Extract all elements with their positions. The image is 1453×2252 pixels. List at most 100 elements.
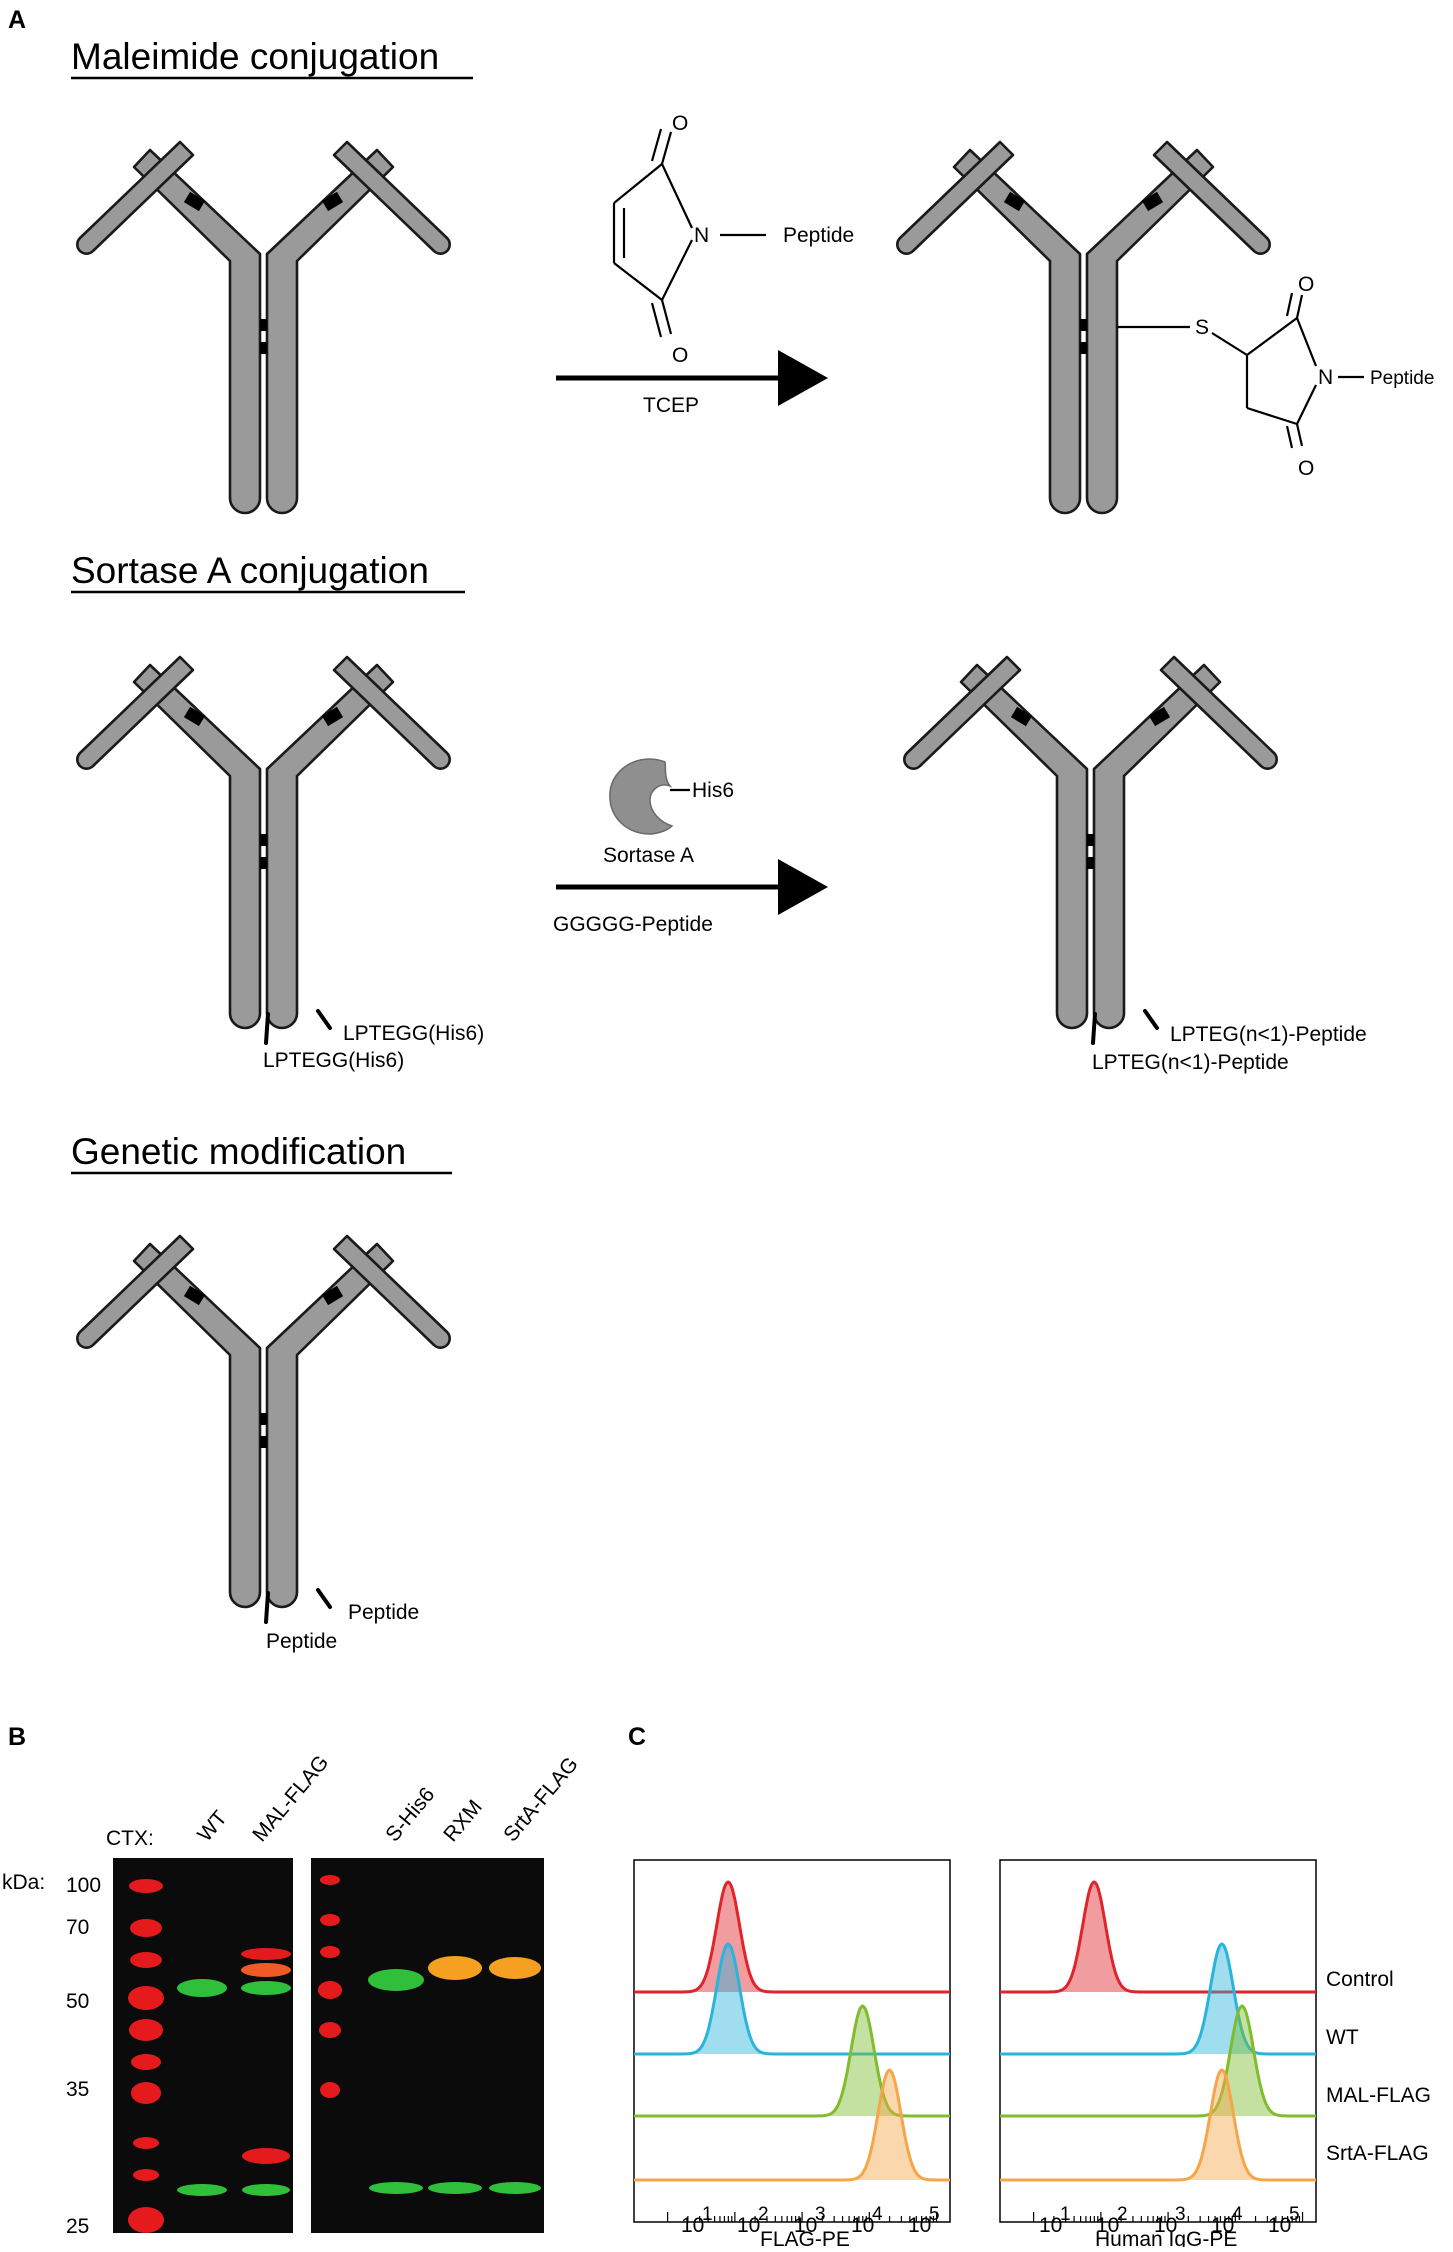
panel-c-label: C bbox=[628, 1723, 646, 1751]
band-mal-red-3 bbox=[242, 2148, 290, 2164]
sortase-tag-left: LPTEGG(His6) bbox=[263, 1049, 404, 1072]
sortase-title: Sortase A conjugation bbox=[71, 550, 429, 591]
tick-igg-exp-1: 1 bbox=[1060, 2204, 1071, 2225]
xlabel-flag-pe: FLAG-PE bbox=[760, 2228, 850, 2247]
band-srta-heavy bbox=[489, 1957, 541, 1979]
antibody-sortase-product bbox=[904, 657, 1276, 1028]
band-mal-heavy bbox=[241, 1981, 291, 1995]
hist-line-srta-flag bbox=[1000, 2068, 1316, 2182]
ggggg-peptide-label: GGGGG-Peptide bbox=[553, 913, 713, 936]
band-mal-red-1 bbox=[241, 1948, 291, 1960]
genetic-tag-left: Peptide bbox=[266, 1630, 337, 1653]
tick-igg-exp-4: 4 bbox=[1232, 2204, 1243, 2225]
hist-line-mal-flag bbox=[634, 2004, 950, 2118]
hist-line-mal-flag bbox=[1000, 2004, 1316, 2118]
tick-flag-10-2: 10 bbox=[737, 2214, 760, 2237]
reaction-arrow-sortase bbox=[556, 859, 828, 915]
band-srta-light bbox=[489, 2182, 541, 2194]
genetic-tag-right: Peptide bbox=[348, 1601, 419, 1624]
product-o-top-label: O bbox=[1298, 273, 1314, 296]
maleimide-peptide-label: Peptide bbox=[783, 224, 854, 247]
band-mal-red-2 bbox=[241, 1963, 291, 1977]
band-s-his6-heavy bbox=[368, 1969, 424, 1991]
sortase-enzyme-icon bbox=[609, 758, 690, 835]
marker-50: 50 bbox=[66, 1990, 89, 2013]
lane-label-rxm: RXM bbox=[439, 1796, 487, 1847]
tick-flag-10-1: 10 bbox=[681, 2214, 704, 2237]
marker-100: 100 bbox=[66, 1874, 101, 1897]
product-tag-stub-right bbox=[1143, 1009, 1159, 1030]
ladder-left bbox=[128, 1879, 164, 2233]
lane-label-mal-flag: MAL-FLAG bbox=[248, 1751, 333, 1846]
marker-25: 25 bbox=[66, 2215, 89, 2238]
axis-ticks-flag-pe bbox=[667, 2212, 938, 2222]
antibody-maleimide-start bbox=[77, 142, 449, 513]
tick-flag-10-3: 10 bbox=[794, 2214, 817, 2237]
maleimide-o-bottom: O bbox=[672, 344, 688, 367]
product-peptide-label: Peptide bbox=[1370, 368, 1434, 389]
tick-flag-exp-4: 4 bbox=[872, 2204, 883, 2225]
tick-igg-10-1: 10 bbox=[1039, 2214, 1062, 2237]
his6-label: His6 bbox=[692, 779, 734, 802]
product-tag-stub-left bbox=[1091, 1012, 1097, 1045]
legend-wt: WT bbox=[1326, 2026, 1359, 2049]
tick-flag-10-4: 10 bbox=[851, 2214, 874, 2237]
maleimide-n: N bbox=[694, 224, 709, 247]
tick-igg-exp-5: 5 bbox=[1289, 2204, 1300, 2225]
hist-line-control bbox=[634, 1880, 950, 1994]
histograms-flag-pe bbox=[634, 1880, 950, 2182]
band-wt-light bbox=[177, 2184, 227, 2196]
gel-left bbox=[113, 1858, 293, 2233]
tick-igg-exp-3: 3 bbox=[1175, 2204, 1186, 2225]
tick-flag-exp-1: 1 bbox=[702, 2204, 713, 2225]
tick-igg-10-5: 10 bbox=[1268, 2214, 1291, 2237]
panel-a-label: A bbox=[8, 6, 26, 34]
antibody-genetic bbox=[77, 1236, 449, 1607]
band-rxm-light bbox=[428, 2182, 482, 2194]
tick-flag-exp-2: 2 bbox=[758, 2204, 769, 2225]
tick-igg-exp-2: 2 bbox=[1117, 2204, 1128, 2225]
band-s-his6-light bbox=[369, 2182, 423, 2194]
flow-plot-human-igg-pe: 10 1 10 2 10 3 10 4 10 5 Human IgG-PE bbox=[999, 1859, 1317, 2251]
tick-igg-10-4: 10 bbox=[1211, 2214, 1234, 2237]
legend-srta-flag: SrtA-FLAG bbox=[1326, 2142, 1429, 2165]
tag-stub-right bbox=[316, 1009, 332, 1030]
kda-label: kDa: bbox=[2, 1871, 45, 1894]
band-wt-heavy bbox=[177, 1979, 227, 1997]
hist-area-control bbox=[1000, 1882, 1316, 1992]
histograms-human-igg-pe bbox=[1000, 1880, 1316, 2182]
tick-flag-exp-5: 5 bbox=[929, 2204, 940, 2225]
sortase-enzyme-label: Sortase A bbox=[603, 844, 694, 867]
hist-line-srta-flag bbox=[634, 2068, 950, 2182]
axis-ticks-human-igg-pe bbox=[1033, 2212, 1304, 2222]
band-rxm-heavy bbox=[428, 1956, 482, 1980]
legend-control: Control bbox=[1326, 1968, 1394, 1991]
lane-label-srta-flag: SrtA-FLAG bbox=[499, 1753, 583, 1846]
sortase-product-tag-right: LPTEG(n<1)-Peptide bbox=[1170, 1023, 1367, 1046]
sortase-product-tag-left: LPTEG(n<1)-Peptide bbox=[1092, 1051, 1289, 1074]
tick-flag-10-5: 10 bbox=[908, 2214, 931, 2237]
genetic-title: Genetic modification bbox=[71, 1131, 406, 1172]
product-s-label: S bbox=[1195, 316, 1209, 339]
tick-igg-10-3: 10 bbox=[1154, 2214, 1177, 2237]
product-n-label: N bbox=[1318, 366, 1333, 389]
tcep-label: TCEP bbox=[643, 394, 699, 417]
product-o-bottom-label: O bbox=[1298, 457, 1314, 480]
tick-flag-exp-3: 3 bbox=[815, 2204, 826, 2225]
hist-area-wt bbox=[1000, 1944, 1316, 2054]
flow-plot-flag-pe: 10 1 10 2 10 3 10 4 10 5 FLAG-PE bbox=[633, 1859, 951, 2251]
genetic-stub-right bbox=[316, 1588, 332, 1609]
maleimide-title: Maleimide conjugation bbox=[71, 36, 439, 77]
sortase-tag-right: LPTEGG(His6) bbox=[343, 1022, 484, 1045]
succinimide-product-structure: S O N O Peptide bbox=[1117, 273, 1434, 480]
hist-line-wt bbox=[1000, 1942, 1316, 2056]
marker-35: 35 bbox=[66, 2078, 89, 2101]
ctx-label: CTX: bbox=[106, 1827, 154, 1850]
xlabel-human-igg-pe: Human IgG-PE bbox=[1095, 2228, 1237, 2247]
hist-area-mal-flag bbox=[1000, 2006, 1316, 2116]
band-mal-light bbox=[242, 2184, 290, 2196]
antibody-maleimide-product bbox=[897, 142, 1269, 513]
antibody-sortase-start bbox=[77, 657, 449, 1028]
lane-label-wt: WT bbox=[193, 1806, 232, 1846]
